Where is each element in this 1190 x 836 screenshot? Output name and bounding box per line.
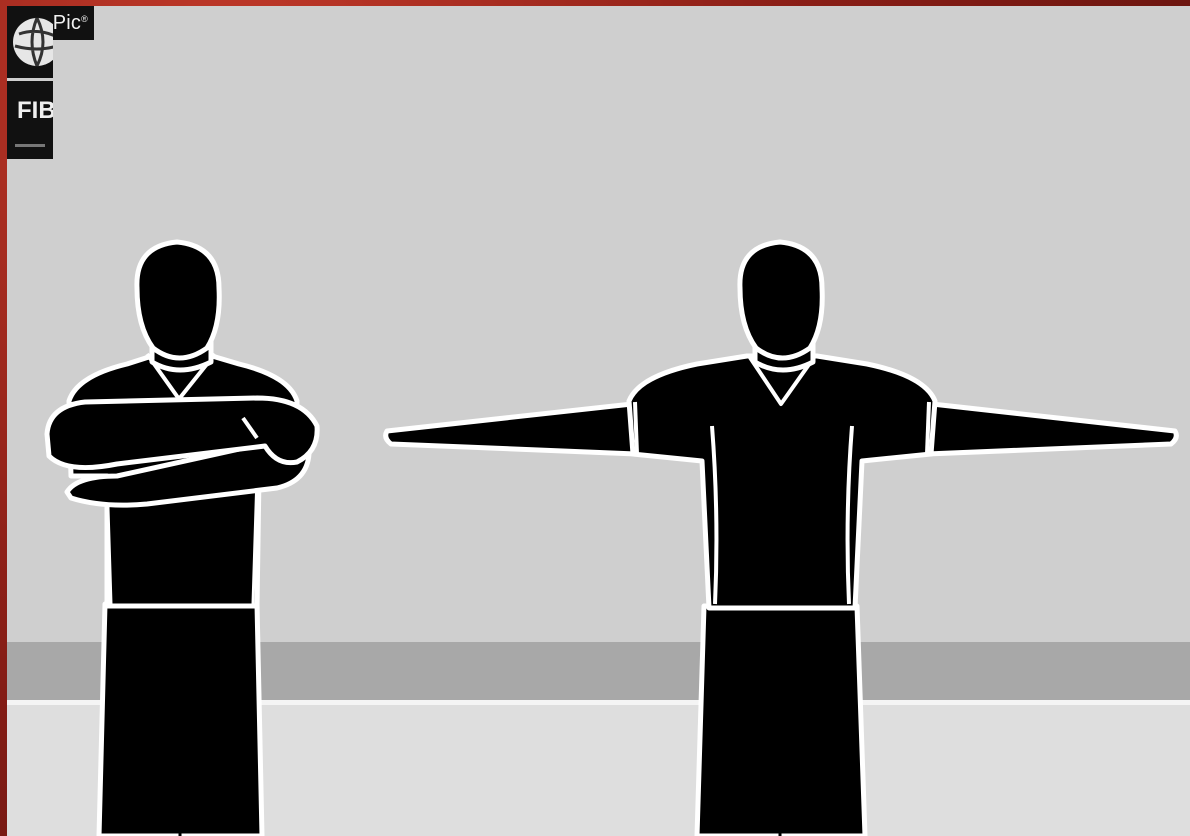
org-label: FIB bbox=[17, 97, 53, 124]
registered-mark: ® bbox=[81, 14, 88, 24]
illustration-canvas bbox=[7, 6, 1190, 836]
org-tagline-mark bbox=[15, 144, 45, 147]
referee-signal-illustration: PlayPic® FIB bbox=[7, 6, 1190, 836]
organization-mark: FIB bbox=[7, 6, 53, 159]
